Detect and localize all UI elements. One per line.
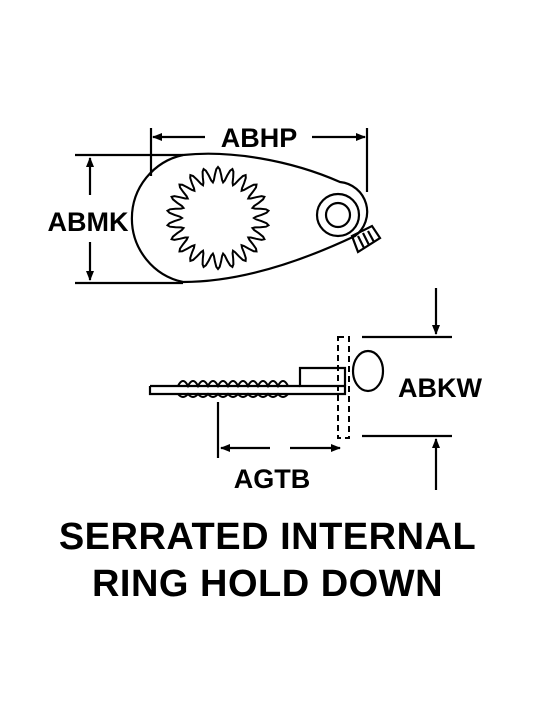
tab-hole-outer bbox=[315, 192, 361, 238]
tab-hole-inner bbox=[324, 201, 352, 229]
caption-line-2: RING HOLD DOWN bbox=[91, 563, 444, 605]
side-view bbox=[148, 336, 385, 439]
side-hidden-hole bbox=[337, 336, 350, 439]
stud-knurl-2 bbox=[362, 232, 370, 246]
ring-body-outline bbox=[130, 152, 369, 284]
stud-knurl-1 bbox=[357, 235, 365, 249]
width-dimension bbox=[149, 128, 369, 192]
stud-knurl-3 bbox=[367, 230, 375, 243]
side-step bbox=[320, 366, 347, 386]
thickness-dimension bbox=[362, 288, 452, 490]
side-serration-bumps bbox=[177, 380, 289, 398]
height-dimension-label: ABMK bbox=[48, 207, 129, 237]
tab-stud bbox=[350, 224, 382, 254]
height-dimension bbox=[75, 153, 183, 285]
offset-dimension bbox=[216, 402, 341, 458]
side-stud-head bbox=[351, 349, 385, 393]
offset-dimension-label: AGTB bbox=[234, 464, 311, 494]
caption-line-1: SERRATED INTERNAL bbox=[58, 516, 477, 558]
side-plate bbox=[148, 366, 347, 396]
width-dimension-label: ABHP bbox=[221, 123, 298, 153]
serrated-inner-ring bbox=[165, 165, 271, 271]
thickness-dimension-label: ABKW bbox=[398, 373, 482, 403]
top-view bbox=[130, 152, 382, 284]
